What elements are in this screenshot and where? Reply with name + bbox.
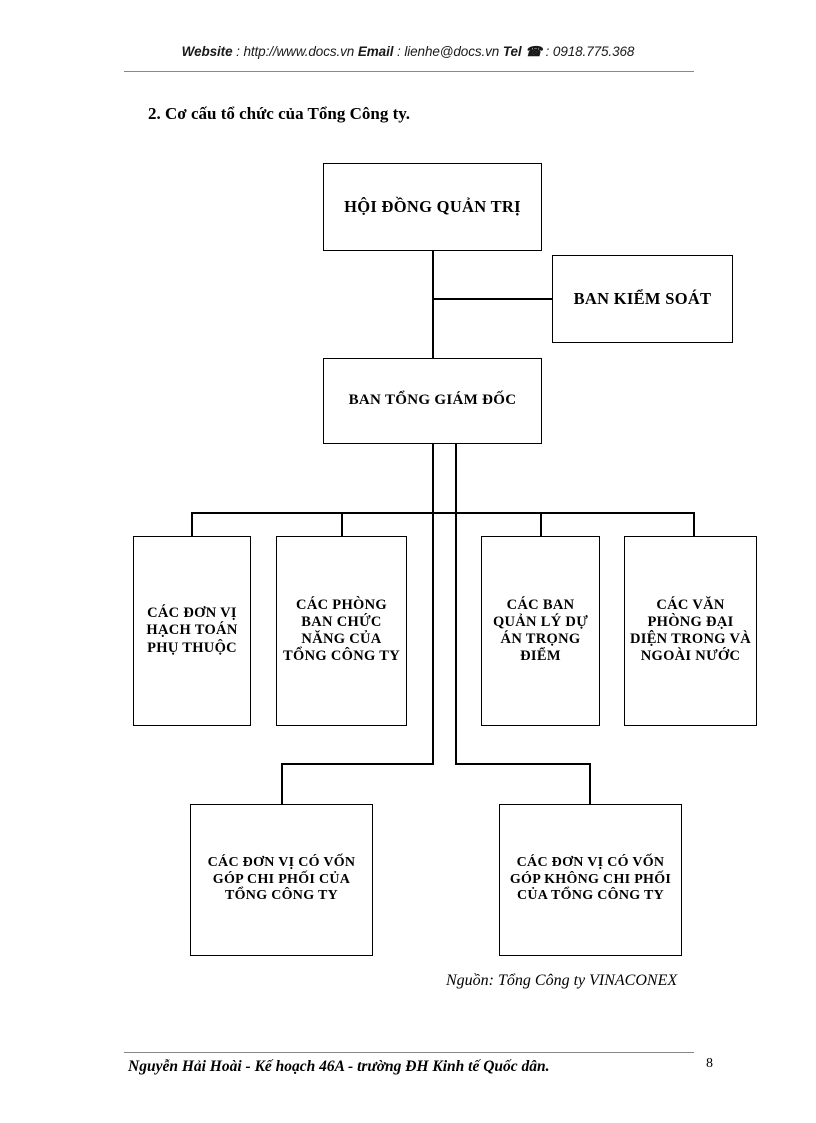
header-contact-line: Website : http://www.docs.vn Email : lie… — [0, 44, 816, 60]
connector-hdqt-to-bks — [432, 298, 553, 300]
node-label: CÁC VĂN PHÒNG ĐẠI DIỆN TRONG VÀ NGOÀI NƯ… — [630, 596, 751, 665]
connector-hdqt-trunk — [432, 251, 434, 358]
connector-btgd-trunk-right — [455, 444, 457, 764]
connector-drop-von-khong — [589, 763, 591, 804]
node-ban-tong-giam-doc[interactable]: BAN TỔNG GIÁM ĐỐC — [323, 358, 542, 444]
header-email-sep: : — [393, 44, 405, 59]
connector-level3-bus — [191, 512, 694, 514]
node-hoi-dong-quan-tri[interactable]: HỘI ĐỒNG QUẢN TRỊ — [323, 163, 542, 251]
header-website-label: Website — [181, 44, 233, 59]
node-label: CÁC ĐƠN VỊ CÓ VỐN GÓP CHI PHỐI CỦA TỔNG … — [207, 855, 356, 904]
node-label: CÁC ĐƠN VỊ CÓ VỐN GÓP KHÔNG CHI PHỐI CỦA… — [509, 855, 672, 904]
header-tel-value: 0918.775.368 — [552, 44, 635, 59]
page-number: 8 — [706, 1056, 713, 1071]
page-title: 2. Cơ cấu tổ chức của Tổng Công ty. — [148, 104, 411, 123]
connector-drop-vanphong — [693, 512, 695, 536]
connector-drop-donvi-hach — [191, 512, 193, 536]
node-don-vi-von-gop-khong-chi-phoi[interactable]: CÁC ĐƠN VỊ CÓ VỐN GÓP KHÔNG CHI PHỐI CỦA… — [499, 804, 682, 956]
node-cac-van-phong-dai-dien[interactable]: CÁC VĂN PHÒNG ĐẠI DIỆN TRONG VÀ NGOÀI NƯ… — [624, 536, 757, 726]
node-don-vi-von-gop-chi-phoi[interactable]: CÁC ĐƠN VỊ CÓ VỐN GÓP CHI PHỐI CỦA TỔNG … — [190, 804, 373, 956]
node-ban-kiem-soat[interactable]: BAN KIỂM SOÁT — [552, 255, 733, 343]
telephone-icon: ☎ — [525, 44, 542, 59]
connector-level4-right-bus — [455, 763, 590, 765]
connector-btgd-trunk-left — [432, 444, 434, 764]
connector-level4-left-bus — [281, 763, 434, 765]
node-label: CÁC BAN QUẢN LÝ DỰ ÁN TRỌNG ĐIỂM — [492, 596, 589, 665]
header-divider — [124, 71, 694, 72]
node-label: CÁC PHÒNG BAN CHỨC NĂNG CỦA TỔNG CÔNG TY — [283, 596, 400, 665]
node-label: HỘI ĐỒNG QUẢN TRỊ — [344, 197, 521, 217]
connector-drop-von-chi — [281, 763, 283, 804]
header-email-label: Email — [357, 44, 394, 59]
source-caption: Nguồn: Tổng Công ty VINACONEX — [446, 972, 678, 989]
header-website-sep: : — [232, 44, 244, 59]
connector-drop-phongban — [341, 512, 343, 536]
header-email-value[interactable]: lienhe@docs.vn — [404, 44, 500, 59]
footer-author-line: Nguyễn Hải Hoài - Kế hoạch 46A - trường … — [128, 1058, 550, 1075]
header-website-url[interactable]: http://www.docs.vn — [243, 44, 355, 59]
node-label: BAN TỔNG GIÁM ĐỐC — [348, 392, 517, 409]
node-cac-ban-quan-ly-du-an[interactable]: CÁC BAN QUẢN LÝ DỰ ÁN TRỌNG ĐIỂM — [481, 536, 600, 726]
page-header: Website : http://www.docs.vn Email : lie… — [0, 44, 816, 60]
node-label: BAN KIỂM SOÁT — [573, 289, 712, 309]
node-label: CÁC ĐƠN VỊ HẠCH TOÁN PHỤ THUỘC — [146, 605, 238, 656]
footer-divider — [124, 1052, 694, 1053]
header-tel-label: Tel — [502, 44, 522, 59]
node-cac-don-vi-hach-toan-phu-thuoc[interactable]: CÁC ĐƠN VỊ HẠCH TOÁN PHỤ THUỘC — [133, 536, 251, 726]
node-cac-phong-ban-chuc-nang[interactable]: CÁC PHÒNG BAN CHỨC NĂNG CỦA TỔNG CÔNG TY — [276, 536, 407, 726]
connector-drop-banqlda — [540, 512, 542, 536]
header-tel-sep: : — [541, 44, 553, 59]
